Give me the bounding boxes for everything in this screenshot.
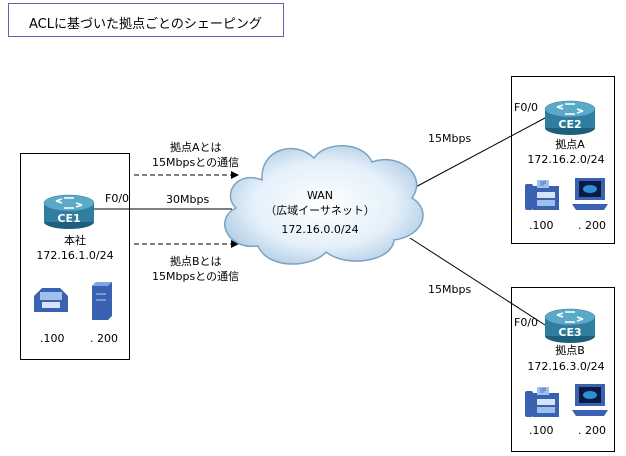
site-b-link-speed: 15Mbps bbox=[428, 283, 472, 296]
site-a-phone-ip-label: IP bbox=[539, 180, 547, 188]
flow-a-line1: 拠点Aとは bbox=[170, 141, 222, 154]
router-ce1-icon bbox=[43, 194, 95, 229]
site-b-ip-phone-icon bbox=[525, 387, 559, 417]
hq-host-100: .100 bbox=[40, 332, 65, 345]
router-ce3-label: CE3 bbox=[558, 326, 582, 339]
wan-cloud bbox=[224, 145, 424, 265]
site-a-box bbox=[511, 76, 615, 244]
router-ce1-label: CE1 bbox=[57, 212, 81, 225]
router-ce3-icon bbox=[544, 308, 596, 343]
site-b-subnet: 172.16.3.0/24 bbox=[527, 360, 605, 373]
site-b-host-200: . 200 bbox=[578, 424, 606, 437]
router-ce2-label: CE2 bbox=[558, 118, 582, 131]
wan-type-label: （広域イーサネット） bbox=[265, 204, 375, 217]
link-wan-site-b bbox=[409, 237, 546, 326]
site-a-link-speed: 15Mbps bbox=[428, 132, 472, 145]
site-a-interface-label: F0/0 bbox=[514, 101, 539, 114]
site-a-subnet: 172.16.2.0/24 bbox=[527, 153, 605, 166]
hq-site-box bbox=[20, 153, 130, 360]
hq-site-name: 本社 bbox=[64, 234, 86, 247]
router-ce2-icon bbox=[544, 100, 596, 135]
flow-a-line2: 15Mbpsとの通信 bbox=[152, 156, 240, 169]
site-b-host-100: .100 bbox=[529, 424, 554, 437]
site-b-interface-label: F0/0 bbox=[514, 316, 539, 329]
hq-subnet: 172.16.1.0/24 bbox=[36, 249, 114, 262]
flow-b-line1: 拠点Bとは bbox=[170, 255, 222, 268]
link-wan-site-a bbox=[409, 117, 546, 191]
diagram-title: ACLに基づいた拠点ごとのシェーピング bbox=[29, 17, 262, 32]
hq-host-200: . 200 bbox=[90, 332, 118, 345]
site-b-pc-icon bbox=[572, 384, 608, 416]
site-b-name: 拠点B bbox=[555, 344, 585, 357]
site-a-name: 拠点A bbox=[555, 138, 585, 151]
wan-subnet: 172.16.0.0/24 bbox=[281, 223, 359, 236]
site-b-phone-ip-label: IP bbox=[539, 387, 547, 395]
site-a-pc-icon bbox=[572, 178, 608, 210]
wan-label: WAN bbox=[306, 189, 334, 202]
site-a-ip-phone-icon bbox=[525, 180, 559, 210]
hq-phone-icon bbox=[34, 288, 68, 312]
site-a-host-200: . 200 bbox=[578, 219, 606, 232]
hq-server-icon bbox=[92, 282, 112, 320]
site-b-box bbox=[511, 287, 615, 452]
hq-interface-label: F0/0 bbox=[105, 192, 130, 205]
title-box: ACLに基づいた拠点ごとのシェーピング bbox=[8, 3, 284, 37]
hq-link-speed: 30Mbps bbox=[166, 193, 210, 206]
flow-b-line2: 15Mbpsとの通信 bbox=[152, 270, 240, 283]
site-a-host-100: .100 bbox=[529, 219, 554, 232]
